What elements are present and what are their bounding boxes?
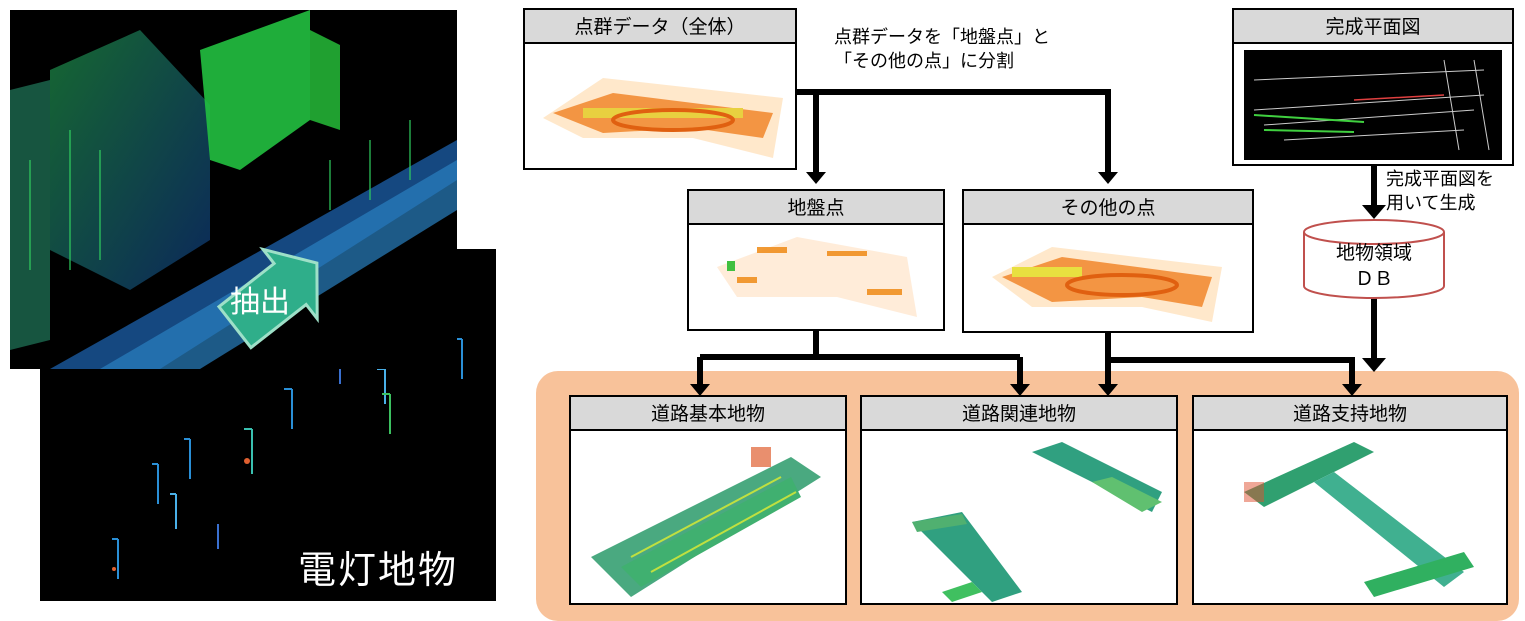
other-points-box: その他の点 (962, 189, 1254, 333)
road-related-features-title: 道路関連地物 (862, 397, 1176, 431)
extract-arrow (216, 246, 319, 350)
road-basic-features-box: 道路基本地物 (569, 395, 847, 605)
pointcloud-all-box: 点群データ（全体） (523, 8, 797, 170)
split-note-line1: 点群データを「地盤点」と (834, 27, 1050, 48)
other-points-graphic (992, 247, 1222, 322)
feature-area-db-label: 地物領域 ＤＢ (1302, 240, 1446, 292)
db-line2: ＤＢ (1354, 268, 1393, 290)
road-related-features-graphic (912, 442, 1162, 602)
road-basic-features-title: 道路基本地物 (571, 397, 845, 431)
db-line1: 地物領域 (1335, 242, 1412, 264)
road-basic-features-graphic (591, 447, 821, 597)
plan-note-line2: 用いて生成 (1386, 193, 1476, 214)
plan-note: 完成平面図を 用いて生成 (1386, 168, 1494, 216)
completed-plan-graphic (1244, 50, 1502, 160)
lamp-feature-label: 電灯地物 (298, 548, 459, 592)
split-note-line2: 「その他の点」に分割 (834, 51, 1014, 72)
flow-connectors (690, 89, 1386, 396)
pointcloud-all-graphic (543, 78, 783, 158)
split-note: 点群データを「地盤点」と 「その他の点」に分割 (834, 26, 1050, 74)
ground-points-box: 地盤点 (687, 189, 945, 331)
completed-plan-box: 完成平面図 (1232, 8, 1514, 166)
ground-points-title: 地盤点 (689, 191, 943, 225)
road-support-features-box: 道路支持地物 (1192, 395, 1508, 605)
completed-plan-title: 完成平面図 (1234, 10, 1512, 44)
road-support-features-graphic (1244, 442, 1474, 597)
other-points-title: その他の点 (964, 191, 1252, 225)
extract-label: 抽出 (230, 285, 290, 320)
lamp-pointcloud-graphic: . (112, 338, 463, 579)
road-related-features-box: 道路関連地物 (860, 395, 1178, 605)
plan-note-line1: 完成平面図を (1386, 169, 1494, 190)
pointcloud-all-title: 点群データ（全体） (525, 10, 795, 44)
road-support-features-title: 道路支持地物 (1194, 397, 1506, 431)
feature-area-db-icon (1303, 219, 1445, 299)
ground-points-graphic (717, 237, 917, 317)
city-pointcloud-image (10, 10, 457, 369)
